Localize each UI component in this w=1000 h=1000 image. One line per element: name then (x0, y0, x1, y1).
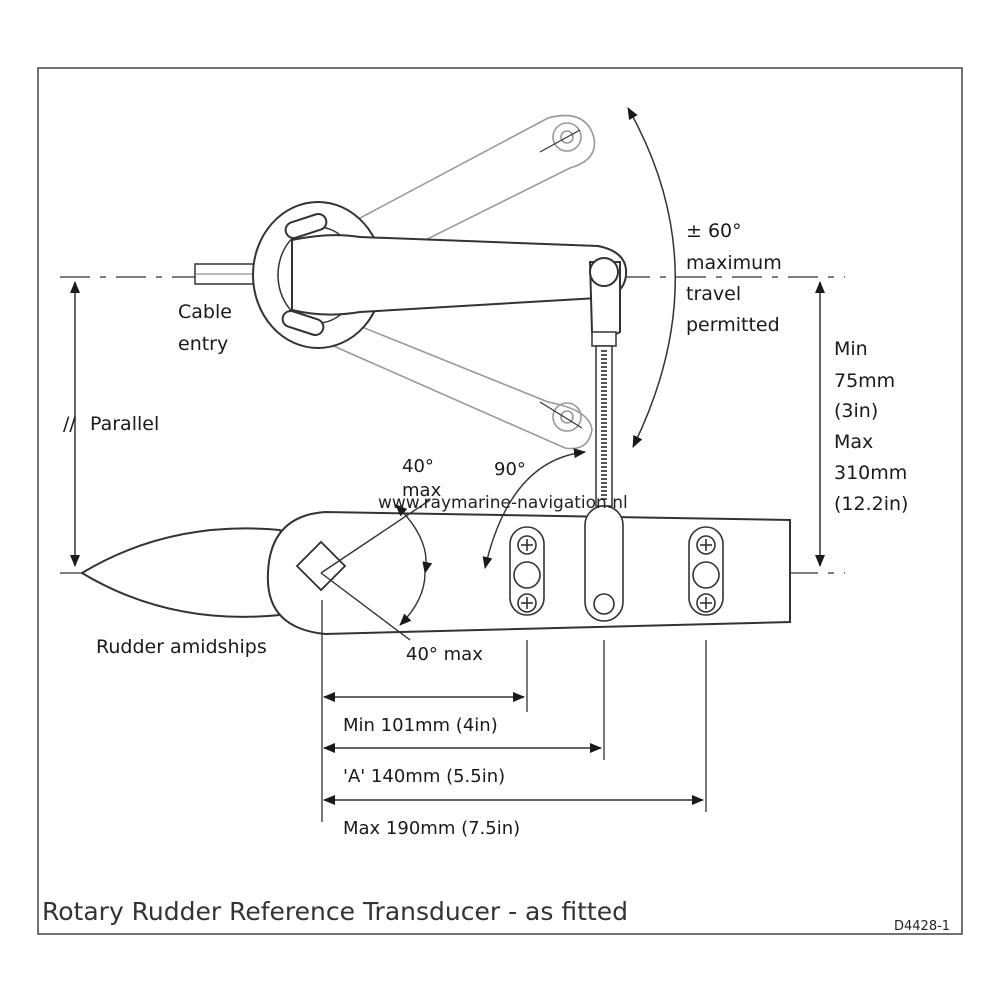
travel-label-4: permitted (686, 314, 780, 336)
dim-a-label: 'A' 140mm (5.5in) (343, 766, 505, 787)
angle-90-label: 90° (494, 459, 526, 480)
connecting-rod (591, 331, 617, 507)
drawing-border (37, 67, 963, 935)
travel-label-3: travel (686, 283, 741, 305)
cable-entry-label-2: entry (178, 333, 228, 355)
drawing-code: D4428-1 (894, 919, 950, 934)
range-label-4: Max (834, 431, 873, 453)
range-label-2: 75mm (834, 370, 895, 392)
range-label-3: (3in) (834, 400, 878, 422)
angle-bottom-label: 40° max (406, 644, 483, 665)
transducer-arm (291, 234, 628, 337)
rudder-amidships-label: Rudder amidships (96, 636, 267, 658)
rudder-stock (295, 540, 347, 592)
parallel-symbol: // (63, 413, 76, 435)
parallel-label: Parallel (90, 413, 159, 435)
angle-top-label-2: max (402, 480, 442, 501)
angle-indicators (320, 448, 586, 641)
angle-top-label: 40° (402, 456, 434, 477)
watermark: www.raymarine-navigation.nl (378, 493, 628, 513)
rudder-blade (80, 527, 291, 618)
mounting-slot-1 (509, 526, 545, 616)
cable-entry-label: Cable (178, 301, 232, 323)
extension-lines (321, 600, 707, 822)
range-label-6: (12.2in) (834, 493, 908, 515)
mounting-slot-3 (688, 526, 724, 616)
mounting-slot-2 (584, 505, 624, 622)
travel-arc (627, 107, 676, 448)
travel-label-1: ± 60° (686, 220, 742, 242)
diagram-title: Rotary Rudder Reference Transducer - as … (42, 897, 628, 926)
range-label-5: 310mm (834, 462, 907, 484)
travel-label-2: maximum (686, 252, 782, 274)
range-label-1: Min (834, 338, 868, 360)
dim-max-label: Max 190mm (7.5in) (343, 818, 520, 839)
dim-min-label: Min 101mm (4in) (343, 715, 498, 736)
